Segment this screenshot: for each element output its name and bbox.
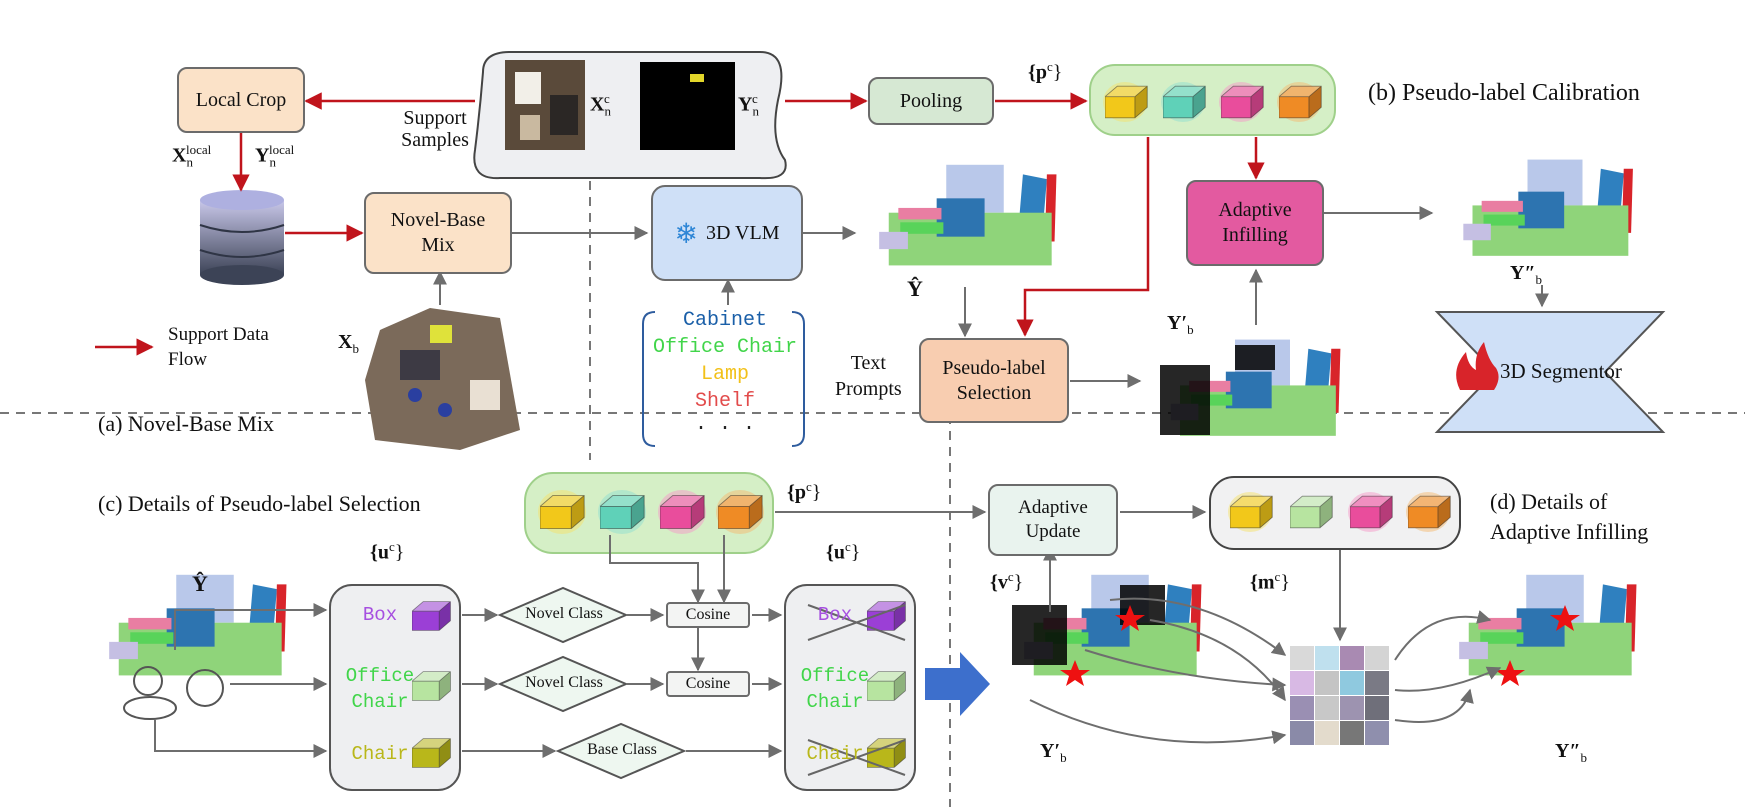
- grid-cell: [1365, 646, 1389, 670]
- ydprime-scene-d: [1459, 574, 1637, 676]
- uc-label-right: {uc}: [826, 539, 861, 564]
- cosine-box-1: Cosine: [666, 602, 750, 628]
- novel-class-label-1: Novel Class: [525, 605, 603, 622]
- vc-label: {vc}: [990, 569, 1024, 594]
- x-local-label: Xnlocal: [172, 142, 212, 170]
- local-crop-box: Local Crop: [177, 67, 305, 133]
- ydprime-label-d: Y″b: [1555, 740, 1587, 765]
- panel-a-title: (a) Novel-Base Mix: [98, 411, 274, 436]
- pooling-label: Pooling: [899, 89, 963, 112]
- support-samples-label: Support Samples: [401, 107, 469, 151]
- support-mask-image: [640, 62, 735, 150]
- cosine-label-2: Cosine: [685, 675, 731, 692]
- text-prompt-item: Lamp: [700, 363, 749, 386]
- class-office-chair-right: Office Chair: [800, 665, 870, 713]
- grid-cell: [1290, 646, 1314, 670]
- support-y-label: Ync: [738, 91, 759, 119]
- class-chair-left: Chair: [351, 743, 409, 765]
- grid-cell: [1340, 721, 1364, 745]
- yhat-label: Ŷ: [907, 276, 923, 301]
- class-chair-right: Chair: [806, 743, 864, 765]
- yhat-label-c: Ŷ: [192, 571, 208, 596]
- cosine-box-2: Cosine: [666, 671, 750, 697]
- pc-label-top: {pc}: [1028, 59, 1063, 84]
- grid-cell: [1290, 671, 1314, 695]
- grid-cell: [1365, 671, 1389, 695]
- diamond-novel-2: [497, 655, 629, 713]
- grid-cell: [1340, 696, 1364, 720]
- cosine-label-1: Cosine: [685, 606, 731, 623]
- yhat-scene: [879, 164, 1057, 266]
- grid-cell: [1315, 671, 1339, 695]
- uc-label-left: {uc}: [370, 539, 405, 564]
- novel-class-label-2: Novel Class: [525, 674, 603, 691]
- xb-label: Xb: [338, 331, 359, 356]
- ydprime-label-b: Y″b: [1510, 262, 1542, 287]
- support-x-label: Xnc: [590, 91, 611, 119]
- local-crop-label: Local Crop: [195, 88, 287, 111]
- class-box-left: Box: [362, 604, 398, 626]
- segmentor-label: 3D Segmentor: [1500, 359, 1622, 383]
- grid-cell: [1290, 696, 1314, 720]
- panel-d-title: (d) Details of Adaptive Infilling: [1490, 489, 1649, 545]
- grid-cell: [1315, 721, 1339, 745]
- similarity-grid: [1290, 646, 1389, 745]
- class-box-right: Box: [817, 604, 853, 626]
- prototype-panel-c: [524, 472, 774, 554]
- base-class-label: Base Class: [587, 741, 657, 758]
- novel-base-mix-label: Novel-Base Mix: [390, 209, 486, 256]
- class-office-chair-left: Office Chair: [345, 665, 415, 713]
- grid-cell: [1340, 671, 1364, 695]
- text-prompt-item: · · ·: [694, 417, 755, 440]
- transition-arrow: [925, 652, 990, 716]
- base-scene-image: [365, 308, 520, 450]
- snowflake-icon: ❄: [674, 216, 698, 250]
- pc-label-c: {pc}: [787, 479, 822, 504]
- memory-panel: [1209, 476, 1461, 550]
- grid-cell: [1315, 646, 1339, 670]
- prototype-panel-top: [1089, 64, 1336, 136]
- yprime-label-b: Y′b: [1167, 312, 1194, 337]
- text-prompts-label: Text Prompts: [835, 352, 902, 400]
- grid-cell: [1315, 696, 1339, 720]
- pooling-box: Pooling: [868, 77, 994, 125]
- database-icon: [199, 190, 285, 285]
- vlm-label: 3D VLM: [705, 221, 780, 244]
- legend-support-flow: Support Data Flow: [168, 324, 269, 370]
- flame-icon: [1456, 342, 1499, 390]
- text-prompt-item: Shelf: [694, 390, 755, 413]
- y-local-label: Ynlocal: [255, 142, 295, 170]
- grid-cell: [1365, 696, 1389, 720]
- diamond-novel-1: [497, 586, 629, 644]
- grid-cell: [1290, 721, 1314, 745]
- text-prompt-item: Office Chair: [652, 336, 798, 359]
- novel-base-mix-box: Novel-Base Mix: [364, 192, 512, 274]
- panel-b-title: (b) Pseudo-label Calibration: [1368, 80, 1640, 106]
- ydprime-scene: [1463, 159, 1633, 256]
- vlm-box: ❄ 3D VLM: [651, 185, 803, 281]
- text-prompt-item: Cabinet: [682, 309, 767, 332]
- mc-label: {mc}: [1250, 569, 1290, 594]
- grid-cell: [1365, 721, 1389, 745]
- grid-cell: [1340, 646, 1364, 670]
- panel-c-title: (c) Details of Pseudo-label Selection: [98, 491, 421, 516]
- diamond-base: [555, 722, 687, 780]
- yprime-label-d: Y′b: [1040, 740, 1067, 765]
